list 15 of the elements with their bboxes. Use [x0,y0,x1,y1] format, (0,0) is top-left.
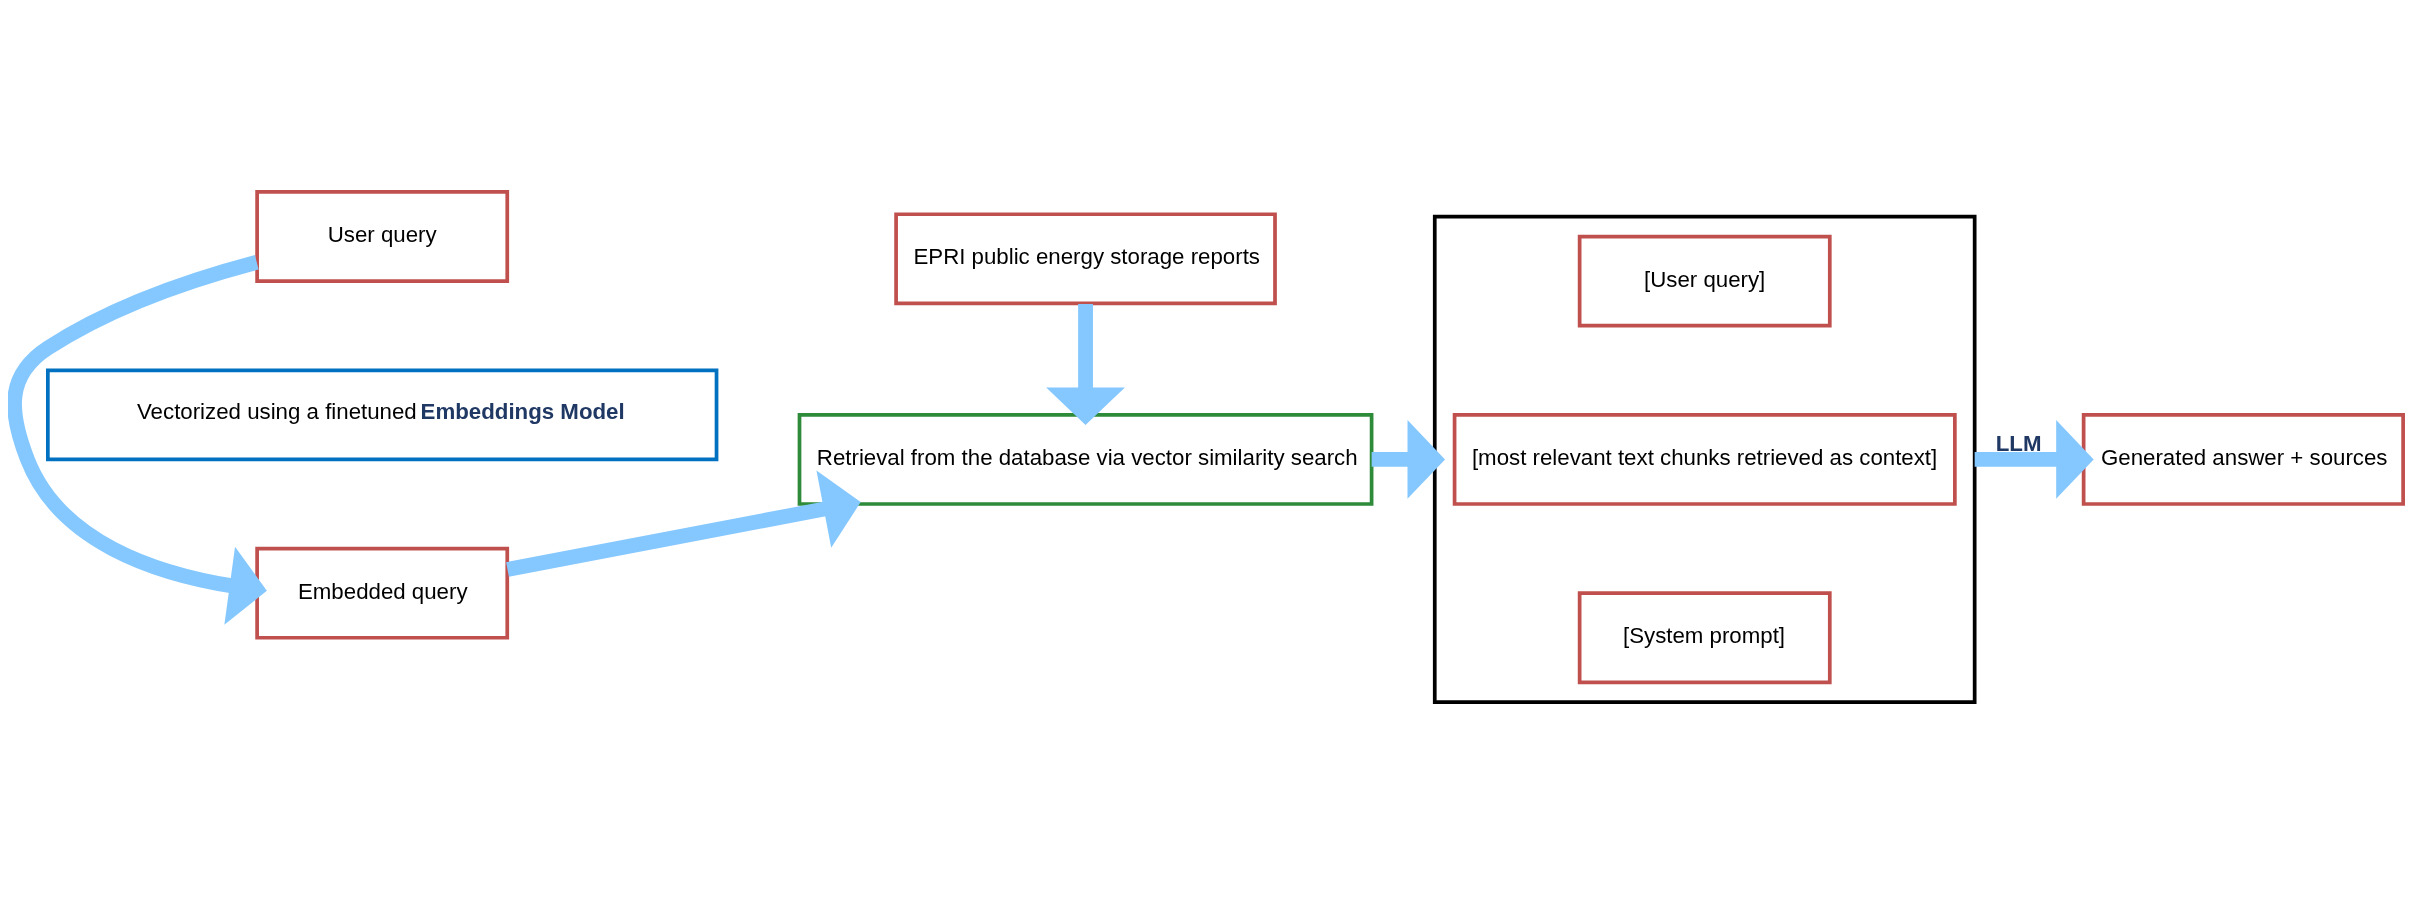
node-box: Generated answer + sources [2081,412,2405,506]
node-box: EPRI public energy storage reports [894,211,1277,305]
node-box: Retrieval from the database via vector similarity search [797,412,1374,506]
node-box: [System prompt] [1577,590,1832,684]
arrow [1974,419,2094,499]
node-box: [most relevant text chunks retrieved as context] [1452,412,1957,506]
node-box: [User query] [1577,234,1832,328]
edge-label: LLM [1995,430,2042,456]
arrow [1046,303,1125,425]
arrow [8,254,267,625]
node-box: User query [255,189,510,283]
cluster [1432,214,1977,704]
node-box: Vectorized using a finetuned Embeddings Model [46,367,719,461]
arrow [506,469,861,577]
node-box: Embedded query [255,546,510,640]
